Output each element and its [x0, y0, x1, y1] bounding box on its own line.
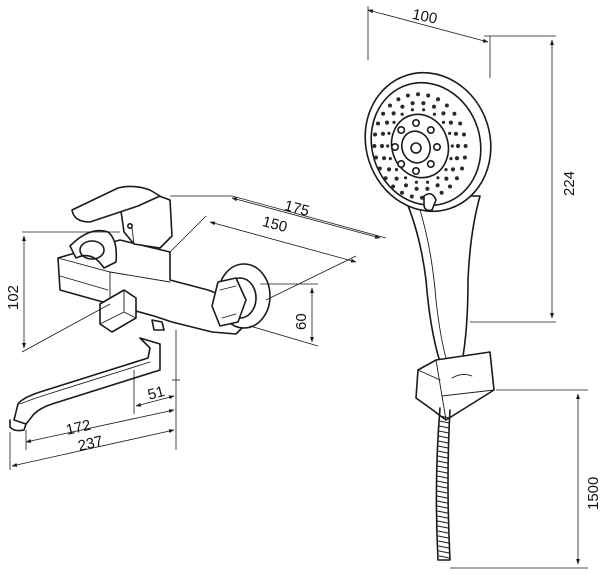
spray-nozzles: [372, 92, 468, 200]
shower-handle: [403, 195, 481, 363]
dim-body-width: 150: [260, 213, 289, 236]
spray-selector: [423, 192, 437, 212]
dim-spout-offset: 51: [146, 383, 167, 404]
bath-mixer: [9, 185, 271, 432]
dimension-lines: [9, 6, 588, 569]
shower-hose: [435, 407, 451, 561]
diverter-knob: [99, 289, 137, 333]
wall-holder: [415, 351, 495, 421]
dim-overall-width: 175: [282, 197, 311, 220]
dimension-labels: 100 224 1500 175 150 102 60 51 172 237: [5, 6, 600, 510]
dim-outlet-height: 60: [293, 313, 310, 330]
dim-head-width: 100: [411, 6, 439, 28]
dim-spout-total: 237: [76, 433, 104, 455]
dim-body-height: 102: [5, 285, 22, 310]
dim-spout-reach: 172: [64, 417, 92, 439]
hand-shower: [364, 71, 495, 561]
mixer-lever: [71, 185, 173, 249]
aerator: [151, 319, 165, 331]
dim-hose-length: 1500: [585, 477, 600, 510]
right-connector: [211, 263, 271, 329]
dim-shower-length: 224: [561, 171, 578, 196]
